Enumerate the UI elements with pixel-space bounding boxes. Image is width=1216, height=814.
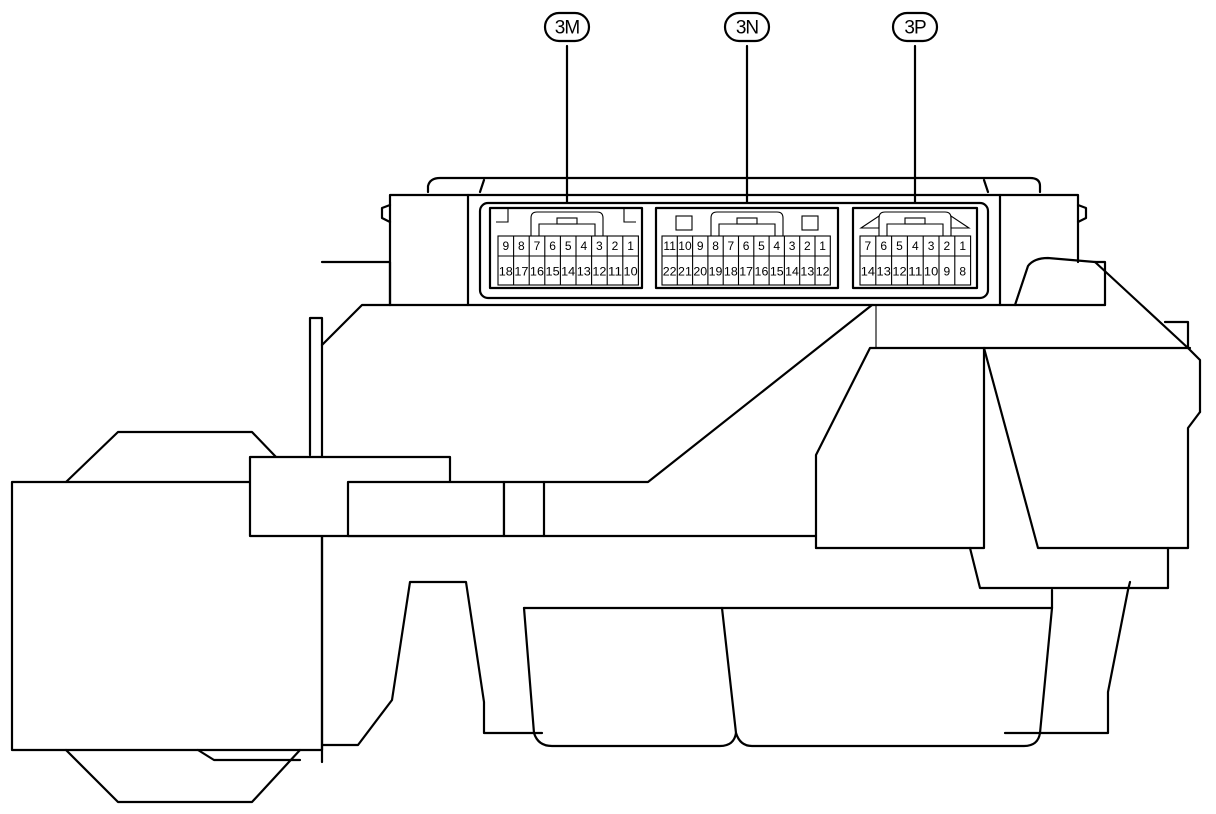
pin-number: 5: [565, 239, 572, 253]
connector-3n-label-badge: [723, 11, 771, 43]
latch-bump: [710, 211, 784, 236]
pin-number: 10: [924, 265, 939, 279]
pin-number: 5: [896, 239, 903, 253]
pin-number: 8: [712, 239, 719, 253]
pin-number: 8: [518, 239, 525, 253]
pin-number: 6: [743, 239, 750, 253]
pin-number: 14: [785, 265, 799, 279]
key-slot: [675, 215, 693, 231]
connector-3n-label: 3N: [736, 18, 759, 39]
pin-number: 15: [770, 265, 784, 279]
latch-key: [736, 217, 758, 225]
pin-number: 9: [502, 239, 509, 253]
pin-number: 3: [789, 239, 796, 253]
pin-number: 13: [577, 265, 591, 279]
pin-number: 12: [816, 265, 830, 279]
pin-number: 13: [877, 265, 892, 279]
latch-bump: [878, 211, 952, 236]
connector-3p-body: [851, 206, 979, 290]
pin-number: 4: [912, 239, 919, 253]
connector-3m-body: [488, 206, 644, 290]
key-tab: [496, 208, 509, 223]
pin-number: 2: [612, 239, 619, 253]
pin-grid: [497, 235, 639, 286]
housing-body: [10, 176, 1202, 804]
pin-number: 20: [693, 265, 707, 279]
pin-number: 7: [865, 239, 872, 253]
pin-number: 21: [678, 265, 692, 279]
pin-number: 11: [908, 265, 923, 279]
pin-number: 17: [514, 265, 528, 279]
pin-number: 12: [892, 265, 907, 279]
pin-number: 18: [499, 265, 513, 279]
connector-3p-label: 3P: [904, 18, 926, 39]
pin-number: 9: [944, 265, 951, 279]
pin-grid: [859, 235, 972, 286]
latch-key: [556, 217, 578, 225]
right-latch: [998, 193, 1088, 307]
key-tab: [623, 208, 636, 223]
latch-key: [904, 217, 926, 225]
pin-number: 10: [678, 239, 692, 253]
pin-number: 15: [546, 265, 560, 279]
pin-number: 16: [530, 265, 544, 279]
pin-number: 17: [739, 265, 753, 279]
pin-number: 7: [728, 239, 735, 253]
pin-number: 5: [758, 239, 765, 253]
pin-number: 22: [663, 265, 677, 279]
pin-number: 1: [959, 239, 966, 253]
pin-number: 2: [944, 239, 951, 253]
pin-number: 14: [561, 265, 575, 279]
pin-number: 4: [580, 239, 587, 253]
pin-number: 4: [773, 239, 780, 253]
pin-number: 11: [663, 239, 676, 253]
pin-number: 3: [596, 239, 603, 253]
connector-3p-label-badge: [891, 11, 939, 43]
left-latch: [380, 193, 470, 307]
pin-number: 13: [800, 265, 814, 279]
connector-3n-body: [654, 206, 840, 290]
pin-number: 8: [959, 265, 966, 279]
pin-number: 3: [928, 239, 935, 253]
latch-bump: [530, 211, 604, 236]
pin-number: 10: [624, 265, 638, 279]
pin-number: 1: [627, 239, 634, 253]
pin-number: 19: [709, 265, 723, 279]
pin-grid: [661, 235, 831, 286]
pin-number: 11: [608, 265, 622, 279]
key-slot: [801, 215, 819, 231]
pin-number: 6: [549, 239, 556, 253]
pin-number: 7: [534, 239, 541, 253]
pin-number: 9: [697, 239, 704, 253]
pin-number: 14: [861, 265, 876, 279]
pin-number: 16: [755, 265, 769, 279]
pin-number: 1: [819, 239, 826, 253]
pin-number: 12: [592, 265, 606, 279]
pin-number: 18: [724, 265, 738, 279]
pin-number: 2: [804, 239, 811, 253]
pin-number: 6: [880, 239, 887, 253]
connector-3m-label: 3M: [555, 18, 580, 39]
connector-3m-label-badge: [543, 11, 591, 43]
